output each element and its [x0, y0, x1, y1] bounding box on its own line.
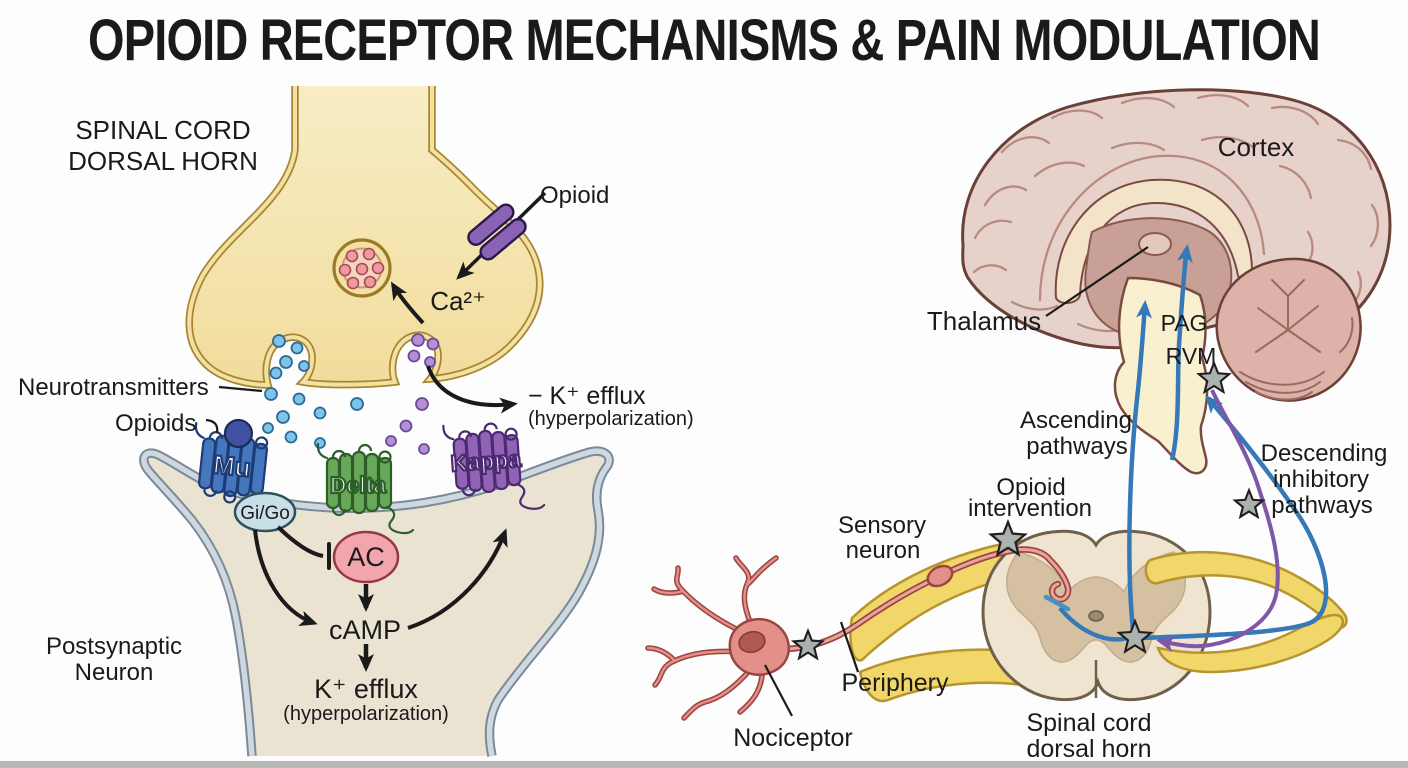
vesicle-dots	[338, 247, 385, 290]
opioids-label: Opioids	[115, 410, 196, 437]
spinal-cord-label-line1: Spinal cord	[1026, 709, 1151, 737]
opioid-intervention-label-line1: Opioid	[996, 474, 1065, 501]
neurotransmitters-pointer	[218, 385, 263, 393]
central-synapse-bar	[1043, 594, 1071, 612]
gi-to-camp-arrow	[253, 529, 318, 627]
spinal-nerve-right	[1144, 551, 1348, 674]
mu-n-terminus	[194, 421, 205, 439]
sensory-neuron-label-line1: Sensory	[838, 512, 926, 539]
calcium-block-arrow	[390, 281, 425, 325]
k-efflux-side-line1: − K⁺ efflux	[528, 382, 646, 410]
camp-label: cAMP	[329, 615, 401, 645]
corpus-callosum	[1054, 178, 1254, 304]
kappa-receptor-label: Kappa	[450, 446, 522, 477]
k-efflux-bottom-line1: K⁺ efflux	[314, 674, 418, 704]
nociceptor-pointer	[764, 664, 793, 717]
synaptic-vesicle	[332, 238, 392, 298]
mu-receptor-label: Mu	[212, 449, 252, 483]
thalamus-oval	[1138, 232, 1172, 256]
cerebellum	[1215, 257, 1362, 402]
k-efflux-side-arrow	[426, 365, 518, 414]
brain	[961, 88, 1392, 475]
opioid-intervention-label-line2: intervention	[968, 495, 1092, 522]
page-title: OPIOID RECEPTOR MECHANISMS & PAIN MODULA…	[88, 8, 1320, 73]
bottom-border	[0, 761, 1408, 768]
neurotransmitter-dots	[262, 334, 364, 449]
rvm-label: RVM	[1166, 343, 1217, 369]
central-canal	[1088, 610, 1104, 622]
periphery-label: Periphery	[842, 669, 949, 697]
presynaptic-terminal	[185, 86, 544, 389]
pag-label: PAG	[1161, 310, 1208, 336]
ascending-pathway-to-rvm	[1139, 394, 1329, 641]
sensory-neuron-label-line2: neuron	[846, 537, 921, 564]
ascending-intracord-segment	[1058, 606, 1129, 642]
thalamus-label: Thalamus	[927, 306, 1041, 336]
region-label-line1: SPINAL CORD	[75, 115, 250, 145]
mu-receptor: Mu	[194, 418, 269, 504]
k-efflux-bottom-line2: (hyperpolarization)	[283, 703, 449, 725]
cortex-label: Cortex	[1218, 132, 1295, 162]
synapse-panel: Mu Delta Kappa Gi/Go	[18, 86, 694, 757]
nociceptor-neuron	[648, 549, 1068, 718]
delta-receptor: Delta	[316, 442, 415, 535]
kappa-receptor: Kappa	[442, 422, 546, 510]
calcium-label: Ca²⁺	[430, 286, 486, 316]
postsynaptic-label-line1: Postsynaptic	[46, 633, 182, 660]
adenylyl-cyclase: AC	[332, 530, 400, 584]
ascending-label-line2: pathways	[1026, 433, 1127, 460]
camp-to-kappa-arrow	[407, 528, 508, 630]
ascending-pathway-to-thalamus	[1127, 300, 1152, 631]
opioid-label: Opioid	[540, 182, 609, 209]
region-label-line2: DORSAL HORN	[68, 146, 258, 176]
opioid-ligand-ball	[223, 418, 254, 449]
thalamus-pointer	[1045, 246, 1149, 317]
dorsal-root-ganglion	[926, 564, 954, 588]
g-protein-label: Gi/Go	[240, 503, 290, 524]
cerebellum-arbor	[1239, 279, 1354, 401]
nociceptor-nucleus	[738, 630, 766, 654]
neurotransmitters-label: Neurotransmitters	[18, 374, 209, 401]
pain-pathway-panel: Cortex Thalamus PAG RVM Ascending pathwa…	[648, 88, 1392, 763]
opioid-dots	[385, 333, 440, 455]
adenylyl-cyclase-label: AC	[347, 542, 385, 572]
gi-inhibits-ac-line	[276, 525, 324, 558]
g-protein: Gi/Go	[233, 491, 297, 533]
spinal-cord-label-line2: dorsal horn	[1026, 735, 1151, 763]
delta-receptor-label: Delta	[330, 472, 386, 498]
right-root-lower	[1156, 613, 1345, 674]
brainstem	[1113, 276, 1209, 475]
opioid-membrane-receptor	[467, 203, 527, 261]
cortex-gyri	[972, 94, 1380, 333]
descending-label-line3: pathways	[1271, 492, 1372, 519]
k-efflux-side-line2: (hyperpolarization)	[528, 408, 694, 430]
descending-label-line1: Descending	[1261, 440, 1388, 467]
postsynaptic-label-line2: Neuron	[75, 659, 154, 686]
descending-label-line2: inhibitory	[1273, 466, 1369, 493]
opioids-pointer	[205, 418, 219, 434]
descending-inhibitory-pathway	[1156, 389, 1280, 652]
ascending-pathway-brainstem	[1169, 244, 1193, 461]
ascending-label-line1: Ascending	[1020, 407, 1132, 434]
periphery-pointer	[839, 621, 860, 673]
nociceptor-label: Nociceptor	[733, 724, 853, 752]
ascending-pathways	[1058, 244, 1329, 642]
